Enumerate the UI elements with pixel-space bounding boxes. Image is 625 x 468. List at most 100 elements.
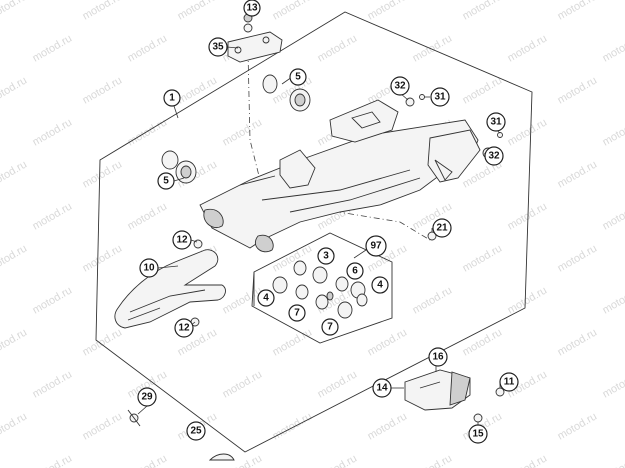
watermark-text: motod.ru xyxy=(556,74,600,106)
watermark-text: motod.ru xyxy=(506,284,550,316)
watermark-text: motod.ru xyxy=(601,32,625,64)
callout-13: 13 xyxy=(243,0,261,17)
watermark-text: motod.ru xyxy=(461,0,505,23)
callout-7: 7 xyxy=(321,318,339,336)
callout-layer: 13 35 5 1 32 31 31 32 5 21 97 12 3 6 10 … xyxy=(137,0,519,444)
watermark-text: motod.ru xyxy=(81,158,125,190)
callout-35: 35 xyxy=(208,37,228,57)
watermark-text: motod.ru xyxy=(271,0,315,23)
watermark-text: motod.ru xyxy=(556,0,600,23)
callout-12: 12 xyxy=(172,230,192,250)
callout-21: 21 xyxy=(432,218,452,238)
watermark-text: motod.ru xyxy=(81,0,125,23)
svg-text:32: 32 xyxy=(488,151,500,162)
callout-10: 10 xyxy=(139,258,159,278)
callout-14: 14 xyxy=(372,378,392,398)
sensor-bracket xyxy=(127,369,505,461)
watermark-text: motod.ru xyxy=(0,158,29,190)
watermark-text: motod.ru xyxy=(126,200,170,232)
watermark-text: motod.ru xyxy=(221,116,265,148)
svg-text:7: 7 xyxy=(327,322,333,333)
watermark-text: motod.ru xyxy=(506,32,550,64)
watermark-text: motod.ru xyxy=(506,116,550,148)
svg-text:4: 4 xyxy=(263,293,269,304)
watermark-text: motod.ru xyxy=(81,242,125,274)
svg-text:13: 13 xyxy=(246,3,258,14)
callout-12: 12 xyxy=(174,318,194,338)
callout-11: 11 xyxy=(499,372,519,392)
watermark-text: motod.ru xyxy=(556,158,600,190)
bearing-set-top xyxy=(161,74,311,184)
watermark-text: motod.ru xyxy=(601,452,625,468)
svg-text:31: 31 xyxy=(434,92,446,103)
svg-text:7: 7 xyxy=(294,308,300,319)
watermark-text: motod.ru xyxy=(0,74,29,106)
watermark-text: motod.ru xyxy=(0,410,29,442)
bearing-kit xyxy=(272,260,368,319)
svg-text:15: 15 xyxy=(472,429,484,440)
callout-1: 1 xyxy=(163,89,181,107)
bracket-35 xyxy=(227,13,283,63)
watermark-text: motod.ru xyxy=(126,32,170,64)
callout-29: 29 xyxy=(137,387,157,407)
callout-5: 5 xyxy=(289,68,307,86)
chain-guide xyxy=(114,249,226,329)
watermark-text: motod.ru xyxy=(271,326,315,358)
svg-text:5: 5 xyxy=(163,176,169,187)
watermark-text: motod.ru xyxy=(221,284,265,316)
svg-text:4: 4 xyxy=(377,280,383,291)
watermark-text: motod.ru xyxy=(81,410,125,442)
callout-4: 4 xyxy=(371,276,389,294)
watermark-text: motod.ru xyxy=(316,452,360,468)
watermark-text: motod.ru xyxy=(556,242,600,274)
callout-7: 7 xyxy=(288,304,306,322)
watermark-text: motod.ru xyxy=(601,116,625,148)
watermark-text: motod.ru xyxy=(461,242,505,274)
watermark-text: motod.ru xyxy=(601,368,625,400)
watermark-text: motod.ru xyxy=(271,242,315,274)
watermark-text: motod.ru xyxy=(31,116,75,148)
watermark-text: motod.ru xyxy=(0,326,29,358)
watermark-text: motod.ru xyxy=(0,0,29,23)
watermark-text: motod.ru xyxy=(31,200,75,232)
watermark-text: motod.ru xyxy=(461,74,505,106)
svg-text:5: 5 xyxy=(295,72,301,83)
svg-text:1: 1 xyxy=(169,93,175,104)
watermark-text: motod.ru xyxy=(411,32,455,64)
svg-text:35: 35 xyxy=(212,42,224,53)
svg-text:29: 29 xyxy=(141,392,153,403)
watermark-text: motod.ru xyxy=(316,368,360,400)
watermark-text: motod.ru xyxy=(126,452,170,468)
watermark-text: motod.ru xyxy=(366,0,410,23)
callout-25: 25 xyxy=(186,421,206,441)
svg-text:16: 16 xyxy=(432,352,444,363)
watermark-text: motod.ru xyxy=(81,326,125,358)
callout-31: 31 xyxy=(430,87,450,107)
watermark-text: motod.ru xyxy=(556,410,600,442)
watermark-text: motod.ru xyxy=(221,368,265,400)
svg-text:31: 31 xyxy=(490,117,502,128)
watermark-text: motod.ru xyxy=(411,284,455,316)
svg-text:6: 6 xyxy=(352,266,358,277)
callout-16: 16 xyxy=(428,347,448,367)
watermark-text: motod.ru xyxy=(506,452,550,468)
hardware-right xyxy=(190,94,503,327)
callout-31: 31 xyxy=(486,112,506,132)
svg-text:11: 11 xyxy=(504,377,515,388)
svg-text:3: 3 xyxy=(323,251,329,262)
svg-text:12: 12 xyxy=(178,323,190,334)
watermark-text: motod.ru xyxy=(601,200,625,232)
watermark-text: motod.ru xyxy=(316,32,360,64)
svg-text:32: 32 xyxy=(394,81,406,92)
svg-text:25: 25 xyxy=(190,426,202,437)
callout-5: 5 xyxy=(157,172,175,190)
svg-text:10: 10 xyxy=(143,263,155,274)
callout-32: 32 xyxy=(484,146,504,166)
watermark-text: motod.ru xyxy=(176,74,220,106)
callout-6: 6 xyxy=(346,262,364,280)
watermark-text: motod.ru xyxy=(31,368,75,400)
watermark-text: motod.ru xyxy=(176,0,220,23)
watermark-text: motod.ru xyxy=(31,284,75,316)
